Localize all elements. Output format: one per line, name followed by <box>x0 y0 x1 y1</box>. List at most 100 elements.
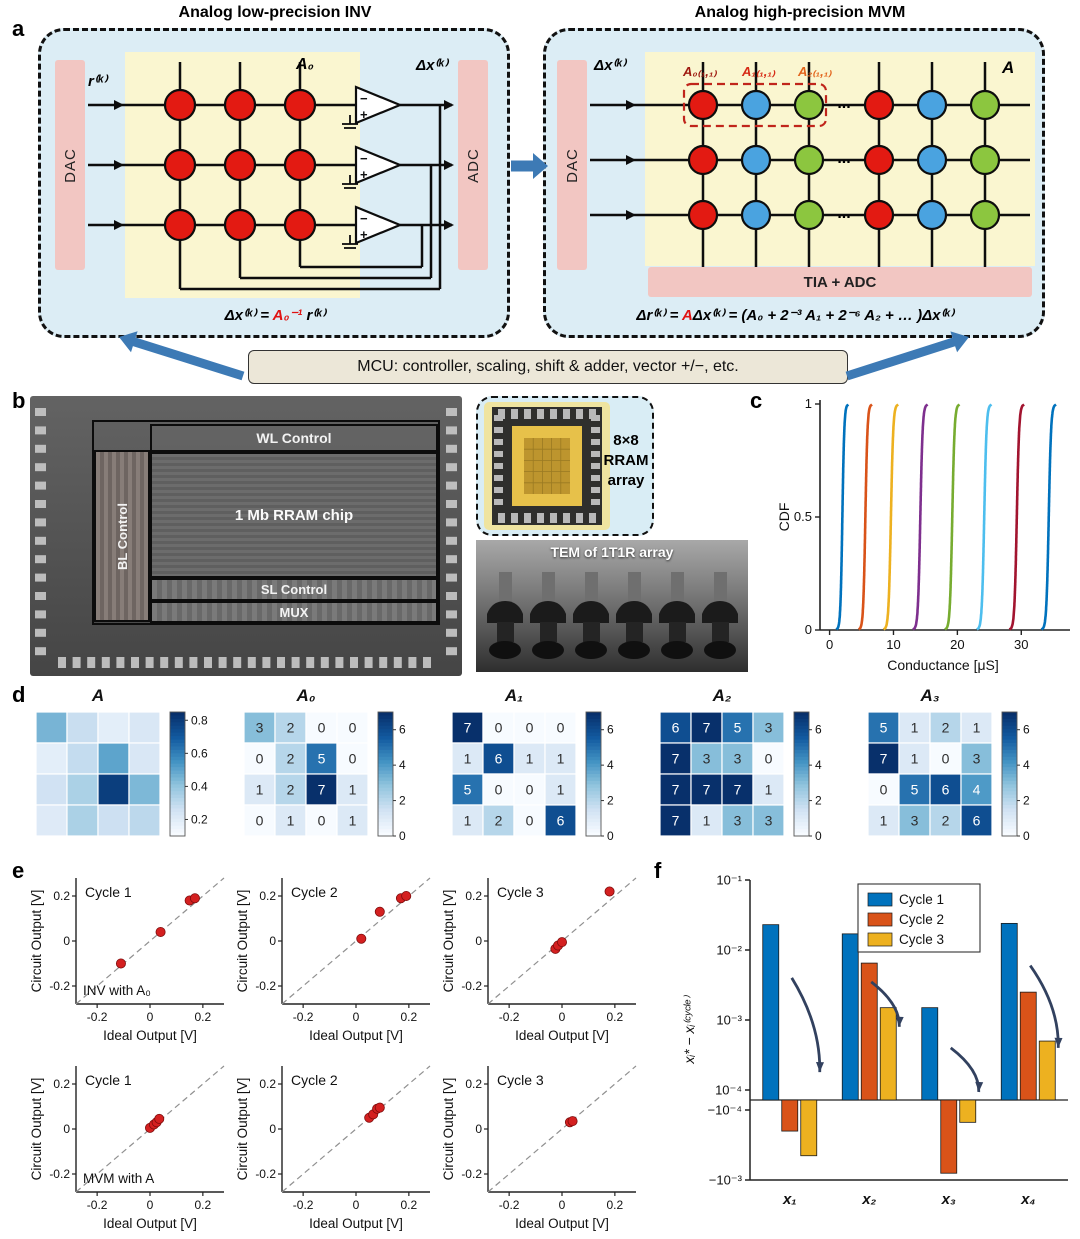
svg-text:0: 0 <box>349 720 357 736</box>
svg-text:0: 0 <box>475 1122 482 1136</box>
svg-text:0.2: 0.2 <box>53 889 70 903</box>
svg-text:0: 0 <box>63 1122 70 1136</box>
svg-text:0: 0 <box>765 751 773 767</box>
svg-text:0.2: 0.2 <box>607 1198 624 1212</box>
svg-text:5: 5 <box>734 720 742 736</box>
svg-text:0: 0 <box>475 934 482 948</box>
mux-block: MUX <box>150 601 438 623</box>
svg-text:0: 0 <box>559 1010 566 1024</box>
svg-text:6: 6 <box>815 723 822 737</box>
a-matrix-label: A <box>1002 58 1015 77</box>
svg-text:2: 2 <box>495 813 503 829</box>
svg-text:6: 6 <box>495 751 503 767</box>
svg-text:0: 0 <box>826 637 833 652</box>
svg-text:x₂: x₂ <box>861 1191 876 1208</box>
sl-control-label: SL Control <box>260 582 328 597</box>
svg-text:7: 7 <box>672 782 680 798</box>
svg-text:7: 7 <box>672 813 680 829</box>
array-label-line2: RRAM <box>603 452 649 469</box>
svg-text:5: 5 <box>318 751 326 767</box>
svg-text:0: 0 <box>147 1010 154 1024</box>
svg-text:2: 2 <box>942 813 950 829</box>
svg-text:3: 3 <box>734 813 742 829</box>
inv-crossbar-bg <box>125 52 360 298</box>
svg-text:6: 6 <box>399 723 406 737</box>
svg-text:-0.2: -0.2 <box>293 1010 314 1024</box>
tem-title: TEM of 1T1R array <box>550 544 674 560</box>
svg-text:2: 2 <box>607 794 614 808</box>
mcu-block: MCU: controller, scaling, shift & adder,… <box>248 350 848 384</box>
inv-eq-red: A₀⁻¹ <box>272 307 303 324</box>
dac-left-label: DAC <box>61 147 79 183</box>
svg-text:CDF: CDF <box>776 503 792 532</box>
svg-text:2: 2 <box>287 782 295 798</box>
inv-title: Analog low-precision INV <box>178 4 372 21</box>
svg-text:7: 7 <box>880 751 888 767</box>
svg-text:0: 0 <box>607 829 614 843</box>
svg-text:6: 6 <box>1023 723 1030 737</box>
svg-text:7: 7 <box>734 782 742 798</box>
a0-element-label: A₀₍₁,₁₎ <box>683 64 717 79</box>
svg-text:1: 1 <box>349 782 357 798</box>
svg-text:xᵢ* − xᵢ⁽ᶜʸᶜˡᵉ⁾: xᵢ* − xᵢ⁽ᶜʸᶜˡᵉ⁾ <box>681 995 697 1065</box>
svg-text:1: 1 <box>349 813 357 829</box>
svg-text:5: 5 <box>464 782 472 798</box>
svg-text:Cycle 3: Cycle 3 <box>497 884 544 900</box>
svg-text:0: 0 <box>256 813 264 829</box>
svg-text:0: 0 <box>1023 829 1030 843</box>
svg-text:1: 1 <box>880 813 888 829</box>
svg-text:-0.2: -0.2 <box>461 1167 482 1181</box>
svg-text:6: 6 <box>607 723 614 737</box>
svg-text:0: 0 <box>318 720 326 736</box>
bl-control-block: BL Control <box>94 450 150 622</box>
array-label-line1: 8×8 <box>613 432 639 449</box>
mvm-eq-red: A <box>681 307 693 324</box>
svg-text:Circuit Output [V]: Circuit Output [V] <box>29 1078 44 1181</box>
svg-text:10⁻¹: 10⁻¹ <box>716 873 742 888</box>
mux-label: MUX <box>279 604 309 620</box>
svg-text:Circuit Output [V]: Circuit Output [V] <box>29 890 44 993</box>
svg-text:-0.2: -0.2 <box>255 1167 276 1181</box>
array-label-line3: array <box>607 472 645 489</box>
a1-element-label: A₁₍₁,₁₎ <box>742 64 776 79</box>
svg-text:Cycle 1: Cycle 1 <box>899 892 944 907</box>
svg-text:5: 5 <box>911 782 919 798</box>
ellipsis-row2: ... <box>837 150 851 167</box>
svg-text:1: 1 <box>287 813 295 829</box>
svg-text:-0.2: -0.2 <box>499 1010 520 1024</box>
panel-c-label: c <box>750 388 763 413</box>
svg-text:Cycle 3: Cycle 3 <box>899 932 944 947</box>
svg-text:-0.2: -0.2 <box>49 1167 70 1181</box>
svg-text:0.6: 0.6 <box>191 746 208 760</box>
svg-text:Cycle 2: Cycle 2 <box>899 912 944 927</box>
dac-left-block: DAC <box>55 60 85 270</box>
svg-text:0: 0 <box>880 782 888 798</box>
inv-eq-post: r⁽ᵏ⁾ <box>302 307 326 324</box>
svg-text:6: 6 <box>557 813 565 829</box>
svg-text:0.2: 0.2 <box>465 1077 482 1091</box>
svg-text:Ideal Output [V]: Ideal Output [V] <box>309 1216 403 1231</box>
svg-text:0: 0 <box>942 751 950 767</box>
svg-text:0.2: 0.2 <box>195 1198 212 1212</box>
adc-label: ADC <box>464 147 482 183</box>
svg-text:0: 0 <box>353 1198 360 1212</box>
svg-text:4: 4 <box>607 758 614 772</box>
svg-text:Cycle 3: Cycle 3 <box>497 1072 544 1088</box>
svg-text:0: 0 <box>269 1122 276 1136</box>
svg-text:0.2: 0.2 <box>259 1077 276 1091</box>
svg-text:1: 1 <box>557 782 565 798</box>
svg-text:Ideal Output [V]: Ideal Output [V] <box>103 1216 197 1231</box>
panel-d-label: d <box>12 682 26 707</box>
adc-block: ADC <box>458 60 488 270</box>
svg-text:0: 0 <box>557 720 565 736</box>
svg-text:20: 20 <box>950 637 964 652</box>
svg-text:3: 3 <box>703 751 711 767</box>
svg-text:Ideal Output [V]: Ideal Output [V] <box>309 1028 403 1043</box>
svg-text:1: 1 <box>464 813 472 829</box>
mvm-eq-pre: Δr⁽ᵏ⁾ = <box>636 307 682 324</box>
wl-control-block: WL Control <box>150 424 438 452</box>
svg-text:0: 0 <box>815 829 822 843</box>
